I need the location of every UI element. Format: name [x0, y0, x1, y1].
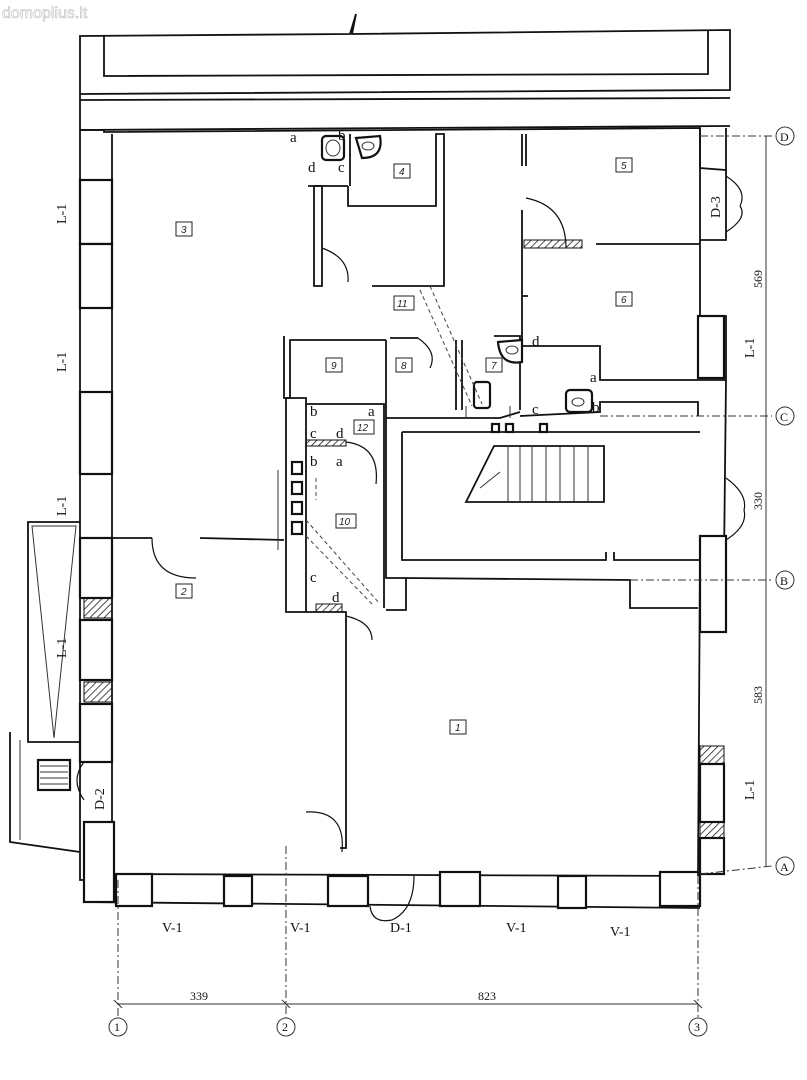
room-5-label: 5 — [621, 161, 627, 172]
room-1-label: 1 — [455, 723, 461, 734]
room-7-label: 7 — [491, 361, 497, 372]
room-4-label: 4 — [399, 167, 405, 178]
dim-339: 339 — [190, 989, 208, 1003]
dim-583: 583 — [751, 686, 765, 704]
svg-text:V-1: V-1 — [162, 921, 183, 936]
outer-walls — [78, 13, 746, 910]
watermark-text: domoplius.lt — [2, 5, 88, 22]
svg-text:b: b — [338, 128, 346, 144]
room-12-label: 12 — [357, 423, 369, 434]
room-3-label: 3 — [181, 225, 187, 236]
svg-text:c: c — [310, 426, 317, 442]
room-10-label: 10 — [339, 517, 351, 528]
dimensions: 569 330 583 339 823 — [190, 270, 765, 1003]
svg-text:D: D — [780, 130, 789, 144]
dim-330: 330 — [751, 492, 765, 510]
svg-text:V-1: V-1 — [610, 925, 631, 940]
svg-text:d: d — [336, 426, 344, 442]
svg-text:c: c — [338, 160, 345, 176]
room-8-label: 8 — [401, 361, 407, 372]
interior-walls — [112, 133, 726, 922]
svg-text:c: c — [532, 402, 539, 418]
room-6-label: 6 — [621, 295, 627, 306]
svg-text:C: C — [780, 410, 788, 424]
svg-text:a: a — [336, 454, 343, 470]
svg-text:D-2: D-2 — [93, 788, 108, 810]
svg-text:V-1: V-1 — [290, 921, 311, 936]
svg-text:b: b — [592, 400, 600, 416]
room-11-label: 11 — [397, 299, 407, 310]
svg-text:A: A — [780, 860, 789, 874]
svg-text:L-1: L-1 — [55, 638, 70, 658]
svg-text:2: 2 — [282, 1020, 288, 1034]
svg-text:a: a — [368, 404, 375, 420]
svg-text:B: B — [780, 574, 788, 588]
svg-text:b: b — [310, 454, 318, 470]
fixture-letters: a b c d d a b c b a c d b a c d — [290, 128, 600, 606]
svg-text:L-1: L-1 — [743, 338, 758, 358]
svg-text:V-1: V-1 — [506, 921, 527, 936]
room-9-label: 9 — [331, 361, 337, 372]
room-numbers: 3 4 5 6 11 9 8 7 12 10 2 1 — [175, 157, 633, 735]
svg-text:d: d — [308, 160, 316, 176]
svg-text:c: c — [310, 570, 317, 586]
svg-text:L-1: L-1 — [55, 352, 70, 372]
entrance-annex — [9, 521, 85, 853]
svg-text:D-3: D-3 — [709, 196, 724, 218]
dim-569: 569 — [751, 270, 765, 288]
dim-823: 823 — [478, 989, 496, 1003]
svg-text:D-1: D-1 — [390, 921, 412, 936]
svg-text:1: 1 — [114, 1020, 120, 1034]
drain-lines — [277, 285, 511, 605]
svg-text:b: b — [310, 404, 318, 420]
svg-text:a: a — [290, 130, 297, 146]
fixtures — [290, 134, 594, 536]
svg-text:L-1: L-1 — [743, 780, 758, 800]
svg-text:a: a — [590, 370, 597, 386]
room-2-label: 2 — [180, 587, 187, 598]
opening-labels: L-1 L-1 L-1 L-1 L-1 L-1 D-2 D-3 V-1 V-1 … — [55, 196, 758, 940]
svg-text:d: d — [332, 590, 340, 606]
grid-axes: D C B A 1 2 3 — [108, 126, 795, 1037]
svg-text:3: 3 — [694, 1020, 700, 1034]
svg-text:L-1: L-1 — [55, 204, 70, 224]
svg-text:L-1: L-1 — [55, 496, 70, 516]
svg-text:d: d — [532, 334, 540, 350]
